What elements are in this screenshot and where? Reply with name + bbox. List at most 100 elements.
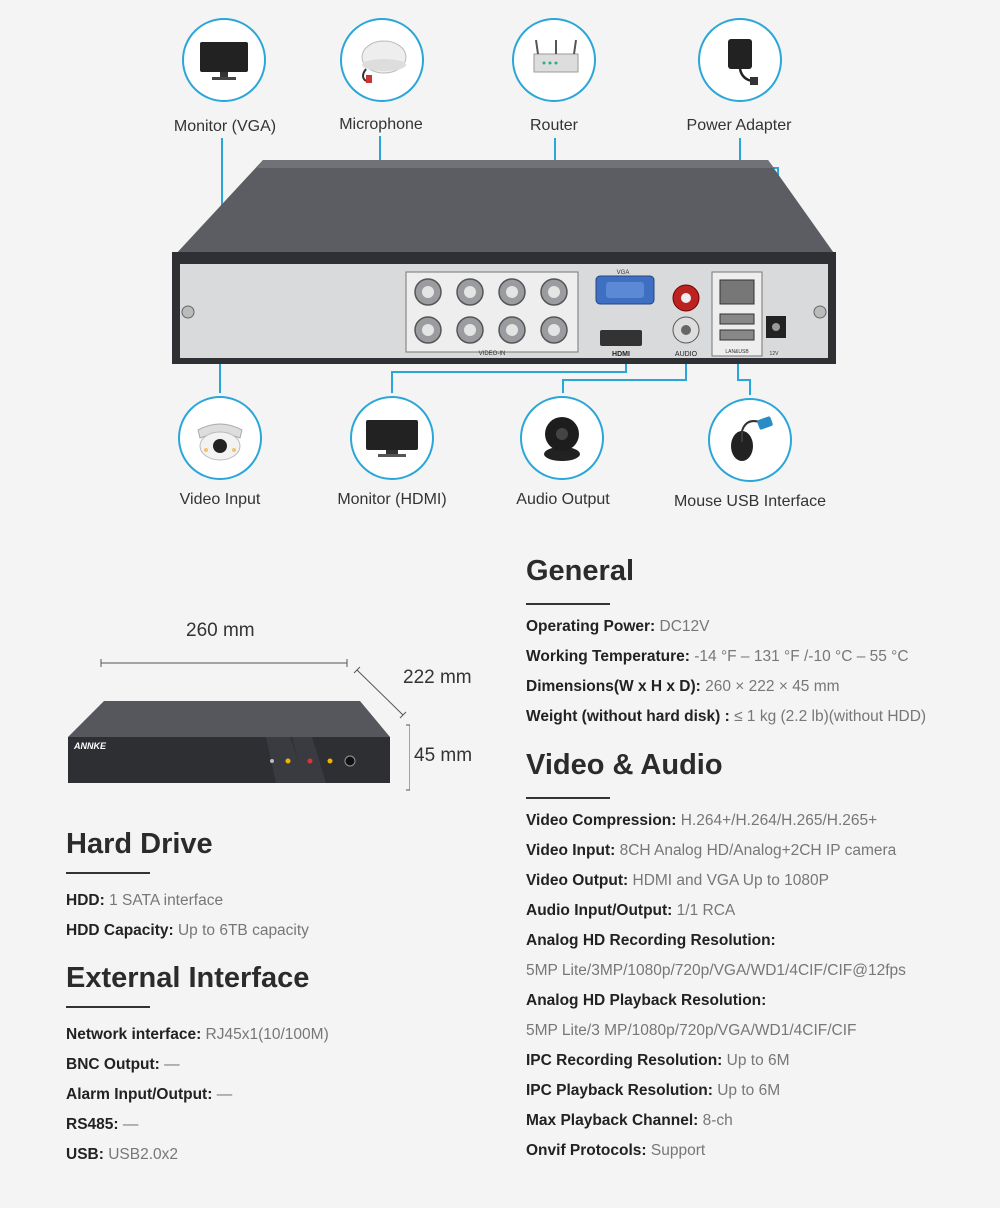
usb-line [737, 355, 751, 398]
audio-label: AUDIO [675, 351, 698, 358]
spec-row: Network interface: RJ45x1(10/100M) [66, 1026, 329, 1044]
peripheral-label: Mouse USB Interface [673, 493, 827, 510]
peripheral-label: Video Input [179, 491, 261, 508]
peripheral-router [512, 18, 596, 102]
spec-value: ≤ 1 kg (2.2 lb)(without HDD) [734, 708, 927, 725]
usb-port-2 [719, 329, 755, 341]
peripheral-microphone [340, 18, 424, 102]
spec-value: DC12V [659, 618, 710, 635]
spec-key: Dimensions(W x H x D): [526, 678, 701, 695]
peripheral-label: Microphone [339, 116, 423, 133]
spec-key: Audio Input/Output: [526, 902, 673, 919]
spec-value: Up to 6M [717, 1082, 781, 1099]
spec-key: Video Input: [526, 842, 616, 859]
spec-key: Video Compression: [526, 812, 677, 829]
spec-row: Video Output: HDMI and VGA Up to 1080P [526, 872, 829, 890]
spec-key: Working Temperature: [526, 648, 690, 665]
peripheral-monitor-vga [182, 18, 266, 102]
spec-row: Audio Input/Output: 1/1 RCA [526, 902, 735, 920]
spec-key: Max Playback Channel: [526, 1112, 699, 1129]
dvr-front-illustration: ANNKE [68, 659, 410, 791]
spec-key: Weight (without hard disk) : [526, 708, 730, 725]
spec-row: Weight (without hard disk) : ≤ 1 kg (2.2… [526, 708, 926, 726]
router-icon [533, 39, 579, 73]
spec-value: — [164, 1056, 180, 1073]
hdmi-port [600, 330, 642, 346]
spec-value: 8-ch [702, 1112, 733, 1129]
spec-key: Analog HD Playback Resolution: [526, 992, 767, 1009]
spec-value: RJ45x1(10/100M) [205, 1026, 329, 1043]
width-dimension: 260 mm [186, 620, 255, 641]
general-title: General [526, 555, 634, 587]
spec-key: BNC Output: [66, 1056, 160, 1073]
spec-row: USB: USB2.0x2 [66, 1146, 178, 1164]
external-interface-title: External Interface [66, 962, 310, 994]
hdmi-label: HDMI [612, 351, 630, 358]
vga-label: VGA [617, 270, 630, 276]
peripheral-monitor-hdmi [350, 396, 434, 480]
dome-camera-icon [197, 423, 243, 461]
spec-value: H.264+/H.264/H.265/H.265+ [680, 812, 878, 829]
speaker-icon [544, 417, 580, 461]
spec-row: Video Compression: H.264+/H.264/H.265/H.… [526, 812, 877, 830]
spec-value: HDMI and VGA Up to 1080P [632, 872, 829, 889]
spec-key: IPC Recording Resolution: [526, 1052, 723, 1069]
spec-row: Analog HD Recording Resolution: [526, 932, 776, 950]
spec-key: RS485: [66, 1116, 119, 1133]
peripheral-label: Monitor (HDMI) [337, 491, 447, 508]
spec-key: Analog HD Recording Resolution: [526, 932, 776, 949]
section-underline [526, 797, 610, 799]
spec-value: 1 SATA interface [109, 892, 224, 909]
peripheral-label: Router [529, 117, 579, 134]
spec-key: Onvif Protocols: [526, 1142, 647, 1159]
spec-key: HDD: [66, 892, 105, 909]
spec-value: 5MP Lite/3 MP/1080p/720p/VGA/WD1/4CIF/CI… [526, 1022, 857, 1039]
peripheral-label: Audio Output [516, 491, 610, 508]
monitor-icon [200, 42, 248, 80]
spec-row: IPC Recording Resolution: Up to 6M [526, 1052, 790, 1070]
spec-row: Dimensions(W x H x D): 260 × 222 × 45 mm [526, 678, 840, 696]
audio-line [562, 355, 687, 398]
spec-value: — [216, 1086, 233, 1103]
spec-value: Up to 6TB capacity [177, 922, 309, 939]
spec-row: HDD Capacity: Up to 6TB capacity [66, 922, 309, 940]
peripheral-power-adapter [698, 18, 782, 102]
spec-row: Onvif Protocols: Support [526, 1142, 705, 1160]
peripheral-video-input [178, 396, 262, 480]
spec-row: Operating Power: DC12V [526, 618, 709, 636]
depth-dimension: 222 mm [403, 667, 472, 688]
microphone-icon [361, 40, 407, 83]
lan-port [719, 279, 755, 305]
spec-value: 5MP Lite/3MP/1080p/720p/VGA/WD1/4CIF/CIF… [526, 962, 906, 979]
spec-key: Network interface: [66, 1026, 202, 1043]
usb-port-1 [719, 313, 755, 325]
spec-row: Working Temperature: -14 °F – 131 °F /-1… [526, 648, 909, 666]
spec-value: USB2.0x2 [108, 1146, 178, 1163]
spec-row: HDD: 1 SATA interface [66, 892, 223, 910]
hard-drive-title: Hard Drive [66, 828, 213, 860]
section-underline [526, 603, 610, 605]
video-audio-title: Video & Audio [526, 749, 723, 781]
spec-key: Operating Power: [526, 618, 656, 635]
power-adapter-icon [728, 39, 758, 85]
spec-key: Video Output: [526, 872, 629, 889]
peripheral-mouse-usb [708, 398, 792, 482]
mouse-icon [731, 416, 773, 461]
spec-key: USB: [66, 1146, 104, 1163]
spec-value: -14 °F – 131 °F /-10 °C – 55 °C [694, 648, 909, 665]
spec-value: Support [650, 1142, 706, 1159]
peripheral-audio-output [520, 396, 604, 480]
spec-key: IPC Playback Resolution: [526, 1082, 713, 1099]
spec-value: 260 × 222 × 45 mm [705, 678, 840, 695]
dvr-rear-illustration: VIDEO-IN VGA HDMI AUDIO LAN&USB 12V [172, 160, 836, 364]
spec-row: Max Playback Channel: 8-ch [526, 1112, 733, 1130]
lan-usb-label: LAN&USB [725, 349, 749, 355]
power-label: 12V [770, 351, 780, 357]
monitor-icon [366, 420, 418, 457]
video-in-label: VIDEO-IN [479, 351, 506, 357]
peripheral-label: Power Adapter [686, 117, 792, 134]
section-underline [66, 872, 150, 874]
brand-logo: ANNKE [73, 741, 107, 751]
peripheral-label: Monitor (VGA) [173, 118, 277, 135]
